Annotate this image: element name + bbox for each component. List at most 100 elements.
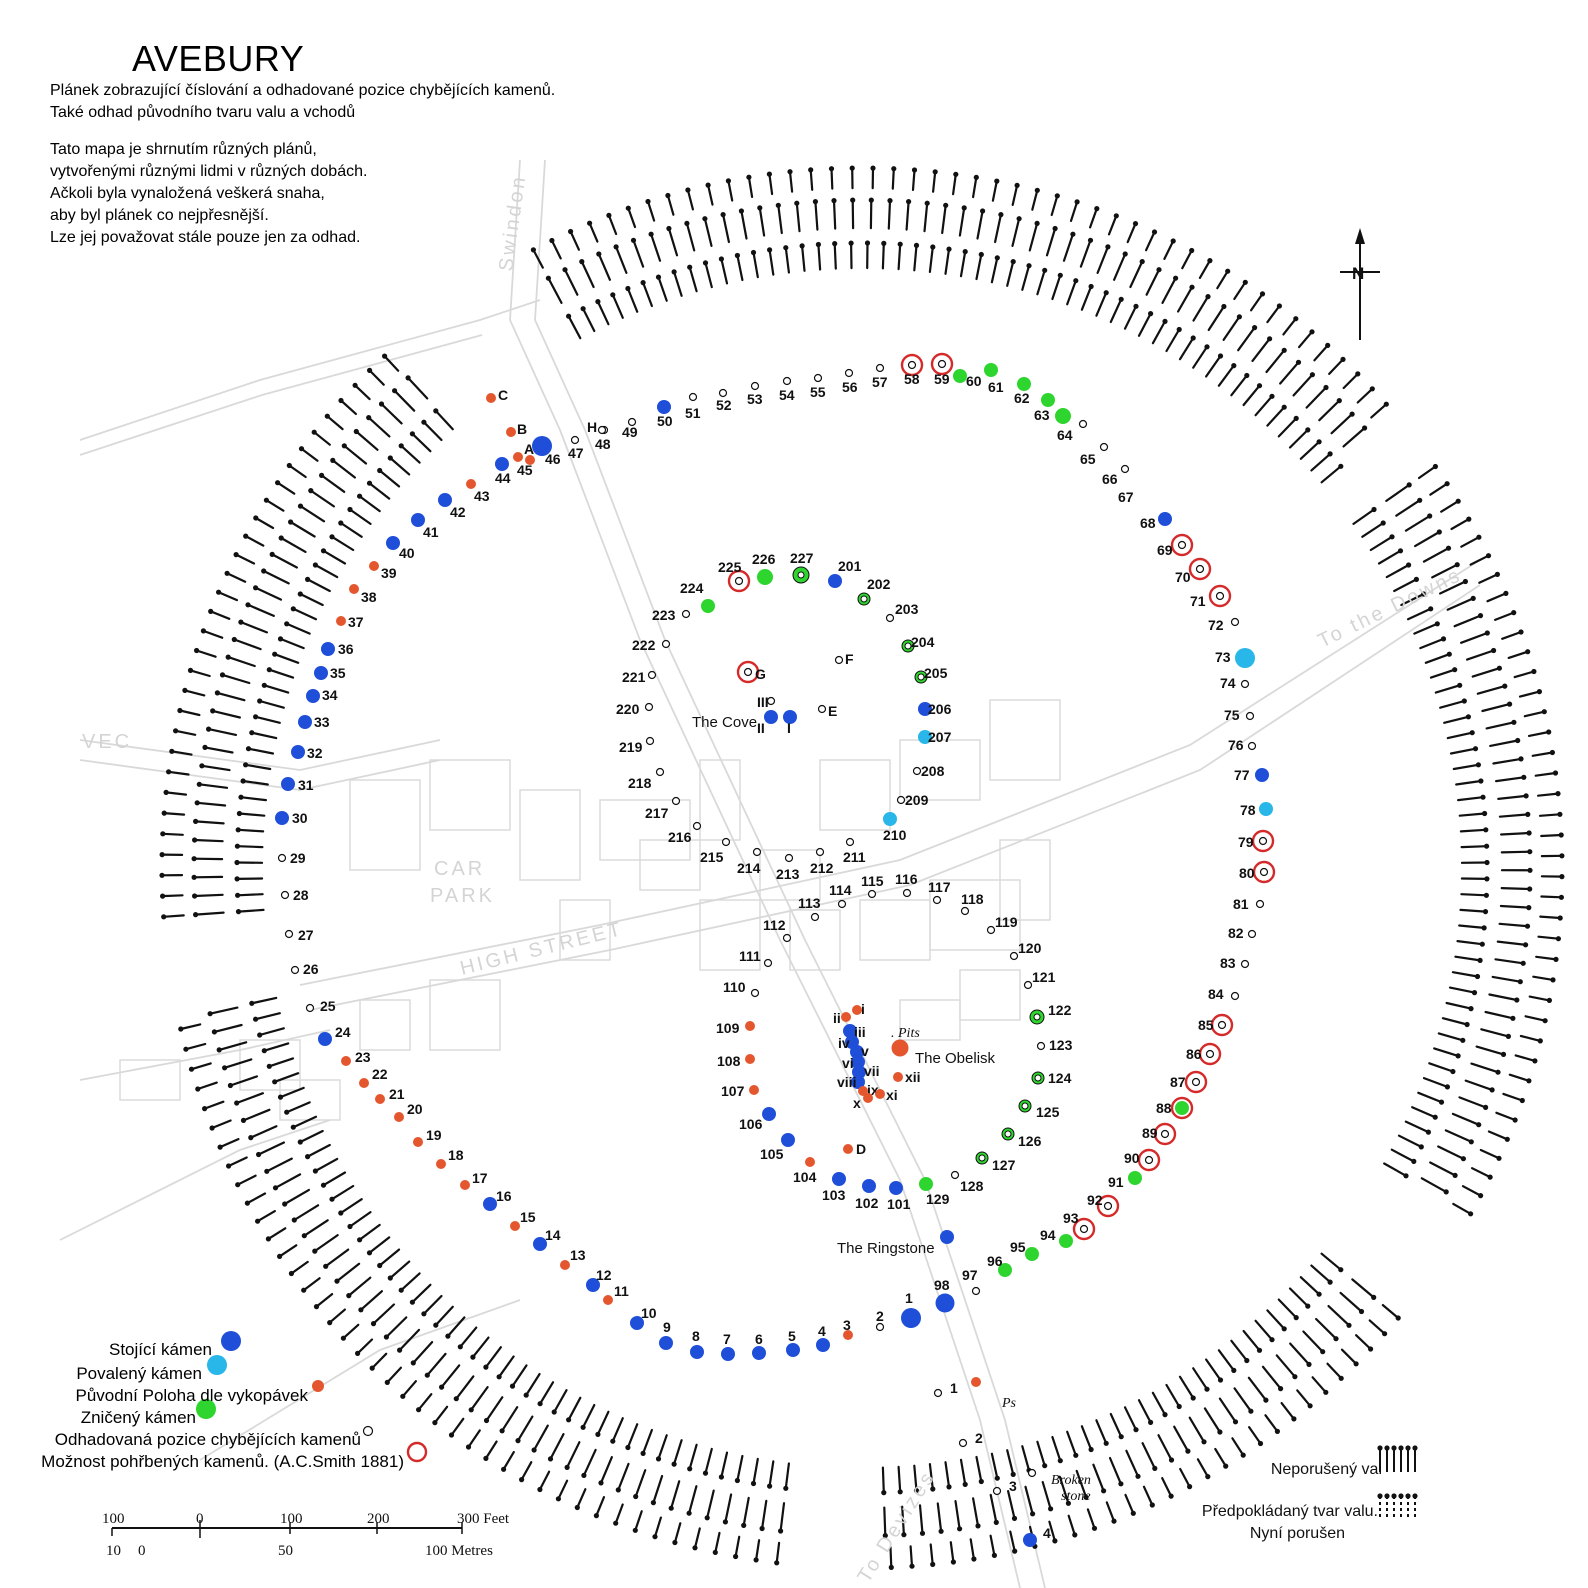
bank-hachure — [941, 204, 947, 235]
bank-hachure-tip — [483, 1417, 490, 1424]
bank-hachure-tip — [334, 1278, 340, 1284]
bank-hachure — [740, 209, 748, 240]
bank-hachure — [1537, 935, 1560, 940]
stone-label: 101 — [887, 1196, 911, 1212]
stone-marker — [630, 1316, 644, 1330]
bank-hachure — [1176, 286, 1194, 313]
stone-label: 33 — [314, 714, 330, 730]
bank-hachure — [422, 1294, 443, 1315]
stone-label: 50 — [657, 413, 673, 429]
bank-hachure — [289, 520, 316, 538]
bank-hachure-tip — [234, 876, 240, 882]
bank-hachure-tip — [249, 730, 255, 736]
bank-hachure-tip — [1371, 506, 1377, 513]
bank-hachure-tip — [787, 169, 793, 175]
stone-label: 223 — [652, 607, 676, 623]
bank-hachure — [1163, 239, 1175, 260]
stone-marker — [734, 576, 744, 586]
bank-hachure-tip — [1517, 979, 1523, 985]
stone-label: 89 — [1142, 1125, 1158, 1141]
bank-hachure — [883, 1506, 887, 1537]
bank-hachure — [1328, 358, 1345, 375]
bank-hachure-tip — [384, 1379, 390, 1385]
bank-hachure — [412, 1340, 434, 1365]
bank-hachure — [306, 1143, 331, 1158]
stone-marker — [688, 392, 698, 402]
stone-27: 27 — [284, 927, 314, 943]
scale-metre-tick-3: 50 — [278, 1543, 293, 1559]
stone-avenue-3: 3 — [992, 1478, 1017, 1496]
stone-label: B — [517, 421, 527, 437]
bank-hachure — [532, 1424, 549, 1452]
bank-hachure — [246, 603, 275, 618]
stone-215: 215 — [700, 837, 731, 865]
stone-marker — [784, 853, 794, 863]
bank-hachure-tip — [1484, 859, 1490, 866]
stone-57: 57 — [872, 363, 888, 390]
bank-hachure — [233, 638, 262, 651]
scale-feet-tick-2: 0 — [196, 1511, 204, 1527]
bank-hachure-tip — [1073, 1452, 1079, 1458]
bank-hachure — [646, 200, 656, 222]
bank-hachure-tip — [1536, 689, 1542, 695]
stone-marker — [907, 360, 917, 370]
bank-hachure — [236, 845, 264, 849]
bank-hachure-tip — [496, 1374, 502, 1380]
bank-hachure-tip — [1395, 1315, 1401, 1321]
bank-hachure — [1428, 1062, 1455, 1073]
bank-hachure-tip — [1176, 1403, 1182, 1410]
bank-hachure — [1069, 200, 1079, 222]
stone-marker — [841, 1012, 851, 1022]
stone-label: 68 — [1140, 515, 1156, 531]
bank-hachure — [455, 1375, 475, 1400]
stone-marker — [935, 1293, 955, 1313]
bank-hachure — [1142, 1485, 1154, 1507]
bank-hachure-tip — [1236, 314, 1242, 320]
bank-hachure — [1080, 1425, 1093, 1451]
bank-hachure-tip — [387, 455, 393, 461]
bank-hachure — [747, 176, 754, 198]
bank-hachure — [372, 1303, 395, 1325]
legend-marker-excavated — [312, 1380, 324, 1392]
bank-hachure — [1217, 364, 1235, 387]
bank-hachure-tip — [652, 1534, 658, 1540]
bank-hachure — [1429, 668, 1456, 679]
bank-legend-intact-tip — [1405, 1445, 1411, 1451]
bank-hachure — [1361, 521, 1385, 538]
bank-hachure — [300, 447, 319, 462]
bank-hachure-tip — [1201, 1439, 1207, 1445]
stone-39: 39 — [369, 561, 397, 581]
bank-hachure-tip — [297, 503, 304, 509]
bank-hachure — [1006, 260, 1015, 287]
stone-label: 222 — [632, 637, 656, 653]
bank-hachure-tip — [225, 654, 231, 660]
stone-label: 127 — [992, 1157, 1016, 1173]
bank-hachure-tip — [1338, 463, 1344, 469]
bank-hachure-tip — [913, 242, 920, 248]
bank-hachure — [1028, 222, 1039, 252]
bank-hachure — [1460, 845, 1488, 849]
bank-hachure — [777, 204, 783, 235]
stone-11: 11 — [603, 1283, 629, 1305]
bank-hachure-tip — [1369, 386, 1375, 392]
stone-marker — [597, 425, 607, 435]
road-edge — [309, 584, 1481, 1011]
stone-label: 19 — [426, 1127, 442, 1143]
bank-hachure-tip — [881, 240, 887, 246]
bank-hachure-tip — [705, 182, 711, 188]
bank-hachure — [1460, 893, 1488, 897]
stone-label: 14 — [545, 1227, 561, 1243]
stone-marker — [764, 710, 778, 724]
stone-marker — [655, 767, 665, 777]
bank-hachure — [784, 246, 791, 274]
bank-hachure-tip — [1552, 770, 1559, 776]
bank-hachure — [389, 1260, 411, 1280]
bank-hachure — [1458, 1096, 1487, 1109]
stone-63: 63 — [1034, 393, 1055, 423]
bank-hachure — [1292, 373, 1314, 397]
bank-hachure — [547, 277, 563, 304]
stone-marker — [1230, 617, 1240, 627]
bank-hachure-tip — [1244, 1357, 1250, 1364]
bank-hachure — [1230, 374, 1248, 397]
bank-hachure-tip — [1156, 267, 1162, 273]
